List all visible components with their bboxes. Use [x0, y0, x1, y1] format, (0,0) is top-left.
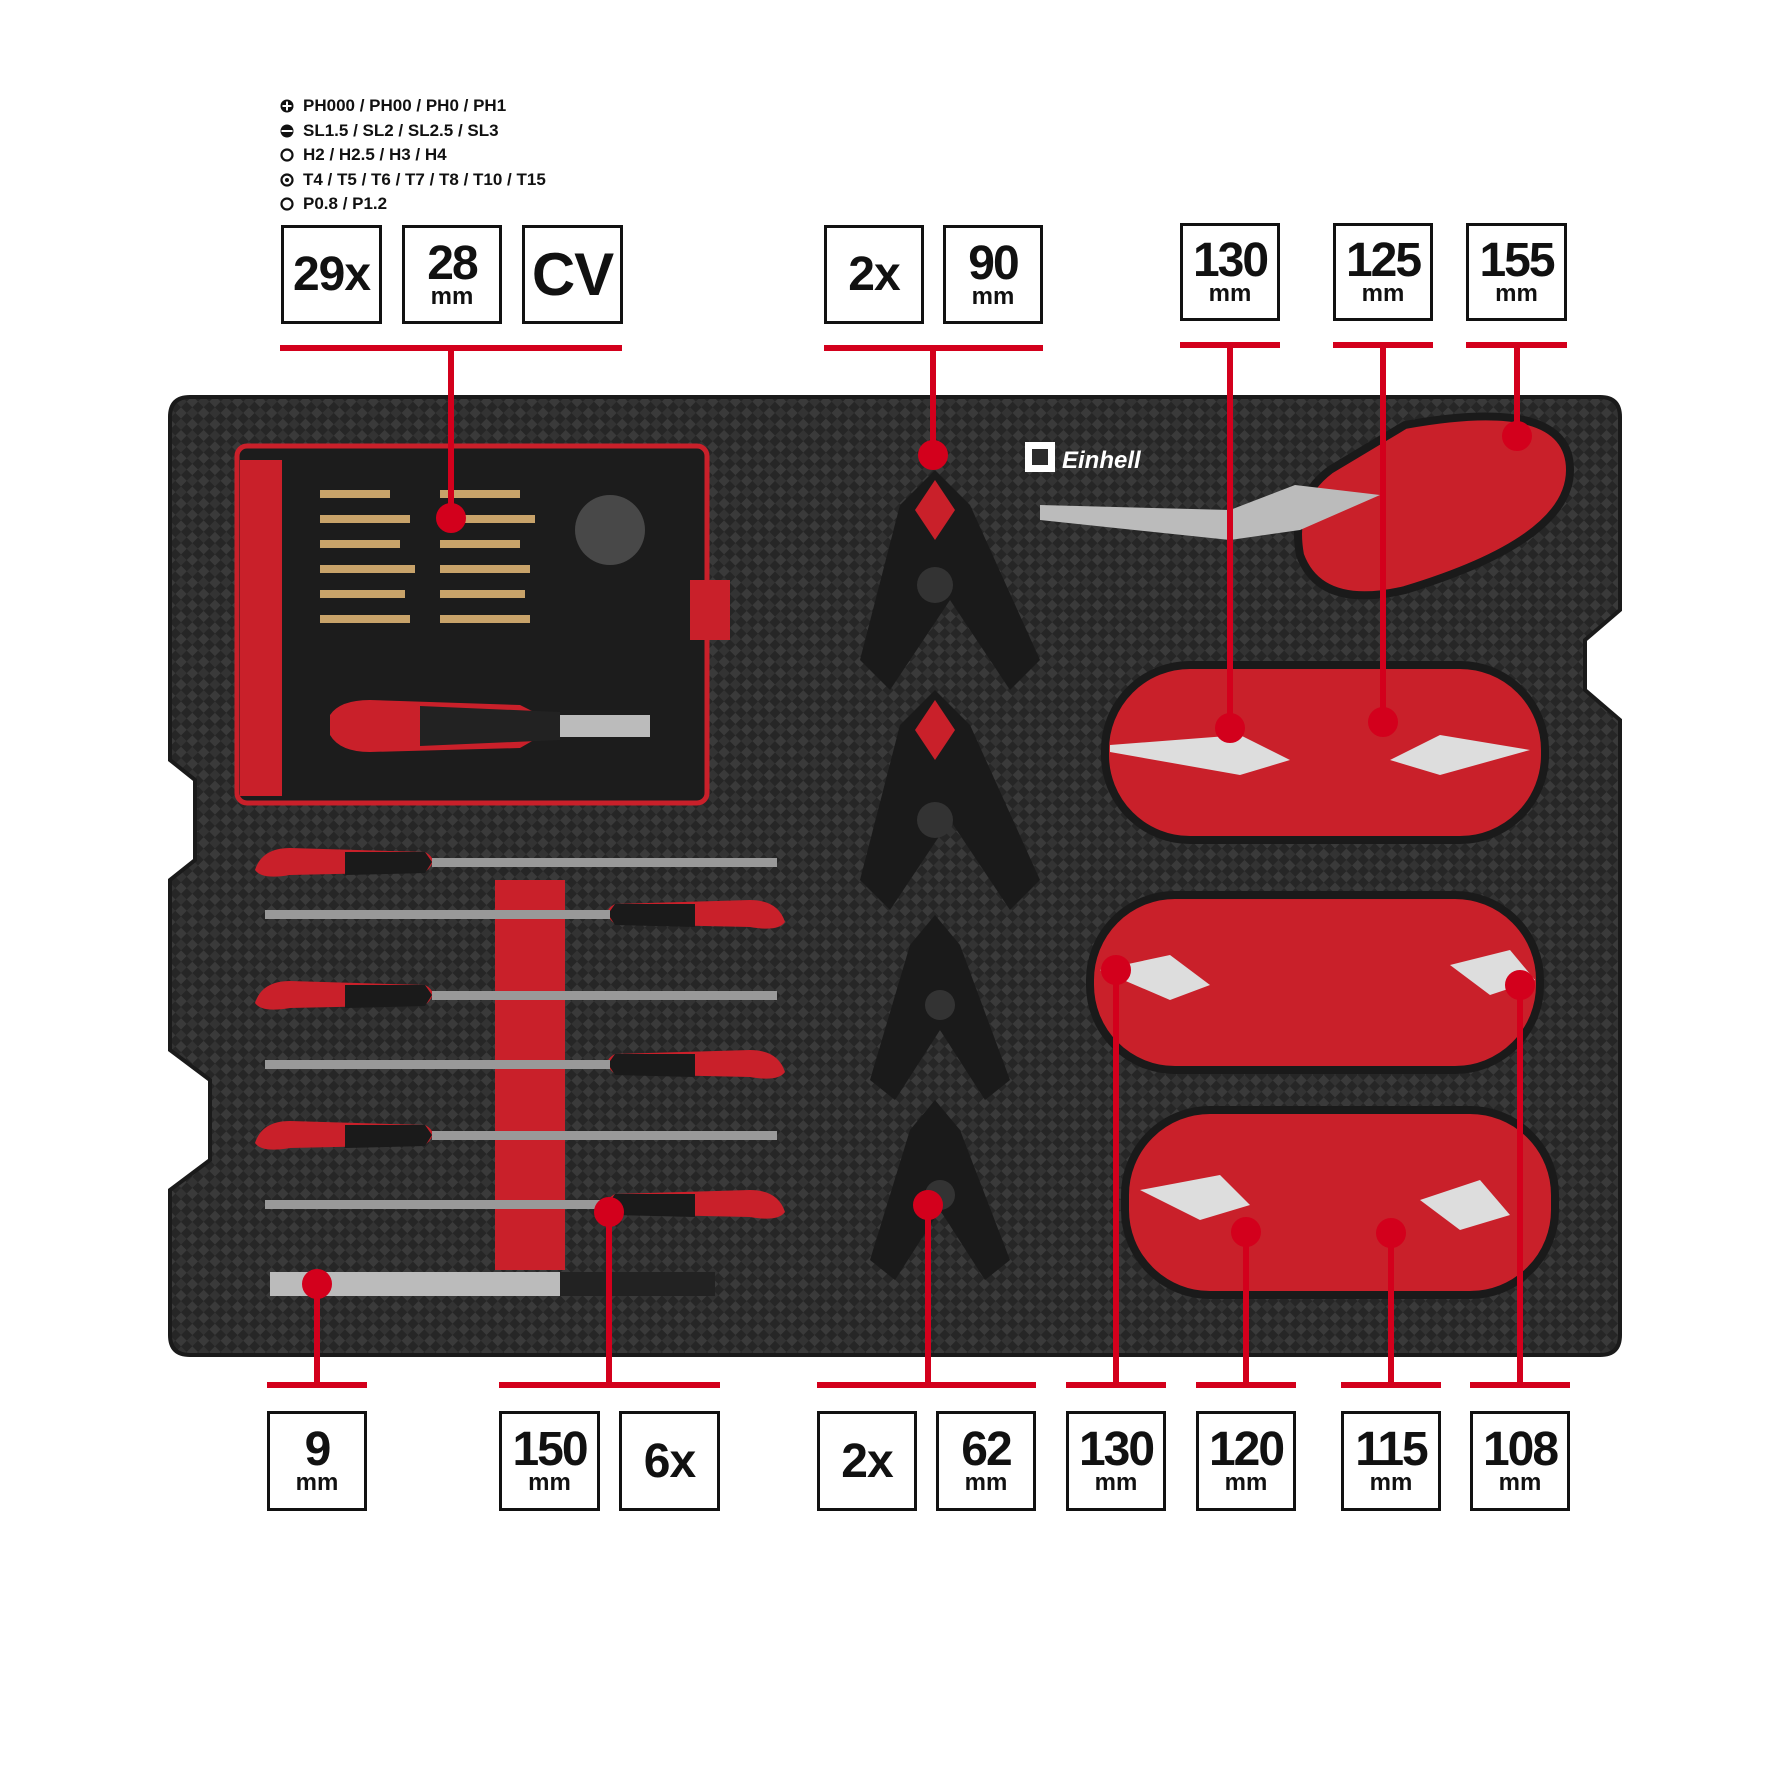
bit-length-value: 28 [427, 236, 478, 290]
combination-pliers-unit: mm [1224, 1469, 1268, 1496]
bent-nose-pliers-unit: mm [1361, 280, 1405, 307]
diagonal-cutter-box: 115 mm [1341, 1411, 1441, 1511]
side-cutter-value: 130 [1078, 1423, 1155, 1476]
spring-clamps [860, 470, 1040, 1280]
hex-bit-icon [280, 148, 294, 162]
file-length-value: 150 [512, 1423, 588, 1476]
bit-box [234, 443, 730, 806]
long-nose-pliers-value: 130 [1192, 234, 1269, 287]
bit-row-text: PH000 / PH00 / PH0 / PH1 [303, 96, 507, 115]
clamp-small-size-value: 62 [961, 1423, 1012, 1476]
bit-row-pentalobe: P0.8 / P1.2 [280, 192, 546, 217]
knife-blade-box: 9 mm [267, 1411, 367, 1511]
file-length-box: 150 mm [499, 1411, 600, 1511]
combination-pliers-box: 120 mm [1196, 1411, 1296, 1511]
knife-blade-unit: mm [295, 1469, 339, 1496]
clamp-large-count: 2x [848, 248, 900, 301]
bit-row-text: H2 / H2.5 / H3 / H4 [303, 145, 447, 164]
pentalobe-bit-icon [280, 197, 294, 211]
clamp-large-count-box: 2x [824, 225, 924, 324]
bent-nose-pliers-value: 125 [1345, 234, 1422, 287]
bit-size-legend: PH000 / PH00 / PH0 / PH1 SL1.5 / SL2 / S… [280, 94, 546, 217]
diagonal-cutter-value: 115 [1355, 1423, 1428, 1476]
side-cutter-box: 130 mm [1066, 1411, 1166, 1511]
material-box: CV [522, 225, 623, 324]
bit-row-text: SL1.5 / SL2 / SL2.5 / SL3 [303, 120, 499, 140]
clamp-small-size-box: 62 mm [936, 1411, 1036, 1511]
clamp-small-size-unit: mm [964, 1469, 1008, 1496]
knife-blade-value: 9 [304, 1423, 332, 1476]
clamp-large-size-box: 90 mm [943, 225, 1043, 324]
bent-nose-pliers-box: 125 mm [1333, 223, 1433, 321]
bit-count: 29x [292, 248, 371, 301]
flat-nose-pliers-box: 155 mm [1466, 223, 1567, 321]
file-count-box: 6x [619, 1411, 720, 1511]
torx-bit-icon [280, 173, 294, 187]
plier-pockets [1040, 412, 1575, 1299]
clamp-large-size-unit: mm [971, 282, 1015, 310]
end-cutter-box: 108 mm [1470, 1411, 1570, 1511]
bit-row-hex: H2 / H2.5 / H3 / H4 [280, 143, 546, 168]
bit-row-torx: T4 / T5 / T6 / T7 / T8 / T10 / T15 [280, 168, 546, 193]
bit-length-unit: mm [430, 282, 474, 310]
end-cutter-unit: mm [1498, 1469, 1542, 1496]
callout-lines [267, 342, 1570, 1388]
side-cutter-unit: mm [1094, 1469, 1138, 1496]
file-set [255, 848, 785, 1296]
flat-nose-pliers-unit: mm [1495, 280, 1538, 307]
bit-count-box: 29x [281, 225, 382, 324]
phillips-bit-icon [280, 99, 294, 113]
bit-row-text: T4 / T5 / T6 / T7 / T8 / T10 / T15 [303, 169, 546, 189]
diagonal-cutter-unit: mm [1369, 1469, 1413, 1496]
long-nose-pliers-unit: mm [1208, 280, 1252, 307]
slotted-bit-icon [280, 124, 294, 138]
flat-nose-pliers-value: 155 [1479, 234, 1555, 287]
end-cutter-value: 108 [1482, 1423, 1559, 1476]
bit-length-box: 28 mm [402, 225, 502, 324]
clamp-large-size-value: 90 [968, 236, 1019, 290]
clamp-small-count-box: 2x [817, 1411, 917, 1511]
material-label: CV [531, 241, 614, 308]
brand-logo-text: Einhell [1062, 447, 1142, 474]
long-nose-pliers-box: 130 mm [1180, 223, 1280, 321]
clamp-small-count: 2x [841, 1434, 893, 1488]
file-length-unit: mm [528, 1469, 571, 1496]
bit-row-slotted: SL1.5 / SL2 / SL2.5 / SL3 [280, 119, 546, 144]
bit-row-text: P0.8 / P1.2 [303, 194, 388, 213]
combination-pliers-value: 120 [1208, 1423, 1285, 1476]
file-count: 6x [643, 1434, 696, 1488]
bit-row-phillips: PH000 / PH00 / PH0 / PH1 [280, 94, 546, 119]
